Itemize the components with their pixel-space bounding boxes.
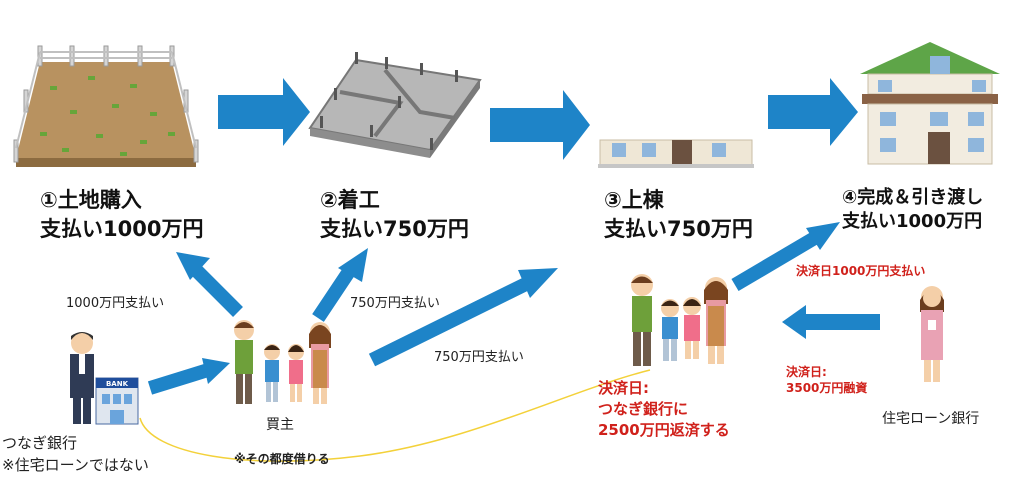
step-2-payment: 支払い750万円: [320, 217, 469, 241]
loan-funding-line2: 3500万円融資: [786, 381, 868, 395]
bank-sign-text: BANK: [106, 380, 129, 388]
label-pay-land: 1000万円支払い: [66, 296, 165, 311]
arrow-bank-to-buyer: [147, 363, 211, 395]
arrow-buyer-to-start: [312, 266, 356, 322]
step-2-block: ②着工 支払い750万円: [320, 186, 469, 244]
step-1-title: ①土地購入: [40, 188, 142, 212]
foundation-illustration: [308, 52, 482, 158]
loan-funding-label: 決済日: 3500万円融資: [786, 364, 867, 396]
arrow-buyer-to-land: [191, 265, 243, 317]
step-4-block: ④完成＆引き渡し 支払い1000万円: [842, 186, 983, 234]
repayment-label: 決済日: つなぎ銀行に 2500万円返済する: [598, 378, 730, 441]
bridge-banker-person: [70, 332, 94, 424]
arrow-step2-to-step3: [490, 90, 590, 160]
step-4-title: ④完成＆引き渡し: [842, 187, 984, 208]
loan-funding-line1: 決済日:: [786, 365, 827, 379]
label-pay-start: 750万円支払い: [350, 296, 440, 311]
final-payment-label: 決済日1000万円支払い: [796, 264, 926, 278]
step-3-payment: 支払い750万円: [604, 217, 753, 241]
repayment-curve: [139, 369, 651, 462]
repayment-line2: つなぎ銀行に: [598, 400, 689, 418]
step-2-title: ②着工: [320, 188, 380, 212]
step-1-block: ①土地購入 支払い1000万円: [40, 186, 203, 244]
house-illustration: [860, 42, 1000, 165]
arrow-buyer-to-frame: [368, 275, 534, 367]
arrow-family-to-handover: [731, 229, 822, 292]
bridge-bank-name: つなぎ銀行: [2, 434, 78, 452]
mortgage-bank-staff-person: [920, 286, 944, 382]
arrow-step1-to-step2: [218, 78, 310, 146]
repayment-line3: 2500万円返済する: [598, 421, 730, 439]
land-illustration: [13, 45, 199, 167]
bridge-bank-note: ※住宅ローンではない: [2, 456, 149, 474]
step-1-payment: 支払い1000万円: [40, 217, 204, 241]
buyer-note: ※その都度借りる: [234, 452, 330, 466]
buyer-name: 買主: [266, 417, 294, 433]
label-pay-frame: 750万円支払い: [434, 350, 524, 365]
settlement-family-illustration: [631, 274, 728, 366]
mortgage-bank-name: 住宅ローン銀行: [882, 411, 980, 427]
step-3-title: ③上棟: [604, 188, 664, 212]
framing-illustration: [598, 139, 754, 168]
repayment-line1: 決済日:: [598, 379, 649, 397]
buyer-family-illustration: [234, 320, 331, 404]
step-4-payment: 支払い1000万円: [842, 211, 983, 232]
step-3-block: ③上棟 支払い750万円: [604, 186, 753, 244]
bank-building-icon: BANK: [95, 377, 139, 425]
arrow-step3-to-step4: [768, 78, 858, 146]
